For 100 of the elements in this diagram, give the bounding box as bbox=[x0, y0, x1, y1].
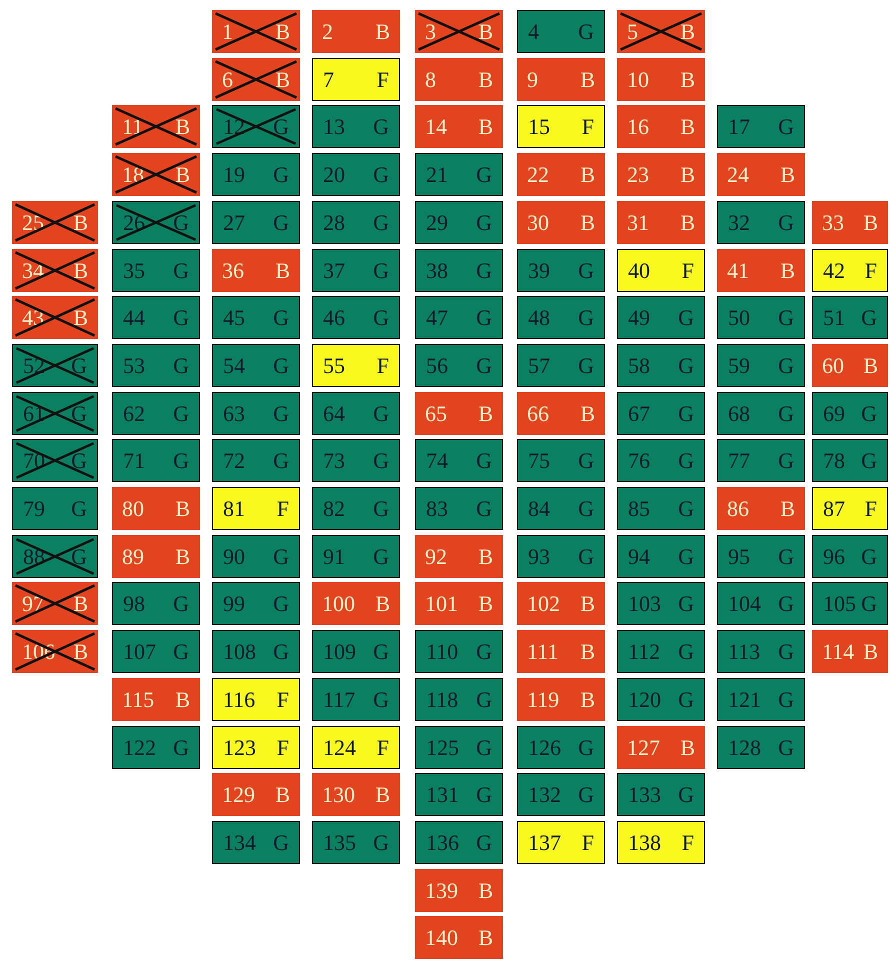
chip-tile bbox=[112, 249, 200, 292]
grade-label: B bbox=[580, 638, 595, 664]
chip-tile bbox=[717, 582, 805, 625]
grade-label: F bbox=[376, 66, 389, 92]
chip-tile bbox=[112, 439, 200, 482]
grade-label: B bbox=[780, 162, 795, 188]
grade-label: B bbox=[680, 18, 695, 44]
chip-tile bbox=[517, 535, 605, 578]
number-label: 93 bbox=[528, 544, 550, 570]
number-label: 105 bbox=[823, 590, 856, 616]
grade-label: B bbox=[478, 590, 493, 616]
grade-label: G bbox=[273, 830, 289, 856]
number-label: 5 bbox=[627, 18, 638, 44]
number-label: 86 bbox=[727, 496, 749, 522]
grade-label: G bbox=[476, 352, 492, 378]
number-label: 54 bbox=[223, 352, 245, 378]
chip-tile bbox=[812, 296, 888, 339]
grade-label: B bbox=[73, 638, 88, 664]
number-label: 63 bbox=[223, 400, 245, 426]
chip-tile bbox=[717, 678, 805, 721]
number-label: 109 bbox=[323, 638, 356, 664]
grade-label: G bbox=[476, 734, 492, 760]
grade-label: G bbox=[373, 258, 389, 284]
chip-tile bbox=[415, 773, 503, 816]
grade-label: B bbox=[275, 782, 290, 808]
grade-label: G bbox=[273, 400, 289, 426]
grade-label: B bbox=[375, 782, 390, 808]
grade-label: G bbox=[173, 304, 189, 330]
number-label: 50 bbox=[728, 304, 750, 330]
grade-label: B bbox=[680, 114, 695, 140]
chip-tile bbox=[617, 105, 705, 148]
chip-tile bbox=[112, 487, 200, 530]
chip-tile bbox=[112, 582, 200, 625]
number-label: 72 bbox=[223, 448, 245, 474]
chip-tile bbox=[415, 630, 503, 673]
chip-tile bbox=[517, 201, 605, 244]
chip-tile bbox=[415, 344, 503, 387]
grade-label: G bbox=[173, 258, 189, 284]
number-label: 125 bbox=[426, 734, 459, 760]
grade-label: G bbox=[476, 830, 492, 856]
grade-label: B bbox=[680, 210, 695, 236]
number-label: 129 bbox=[222, 782, 255, 808]
number-label: 92 bbox=[425, 544, 447, 570]
number-label: 126 bbox=[528, 734, 561, 760]
chip-tile bbox=[717, 487, 805, 530]
number-label: 108 bbox=[223, 638, 256, 664]
number-label: 38 bbox=[426, 258, 448, 284]
chip-tile bbox=[312, 439, 400, 482]
chip-tile bbox=[617, 726, 705, 769]
chip-tile bbox=[212, 153, 300, 196]
number-label: 94 bbox=[628, 544, 650, 570]
number-label: 28 bbox=[323, 210, 345, 236]
chip-tile bbox=[112, 678, 200, 721]
number-label: 136 bbox=[426, 830, 459, 856]
chip-tile bbox=[517, 582, 605, 625]
number-label: 53 bbox=[123, 352, 145, 378]
grade-label: B bbox=[580, 686, 595, 712]
number-label: 46 bbox=[323, 304, 345, 330]
grade-label: G bbox=[373, 638, 389, 664]
grade-label: G bbox=[778, 400, 794, 426]
grade-label: B bbox=[780, 258, 795, 284]
chip-tile bbox=[415, 439, 503, 482]
chip-tile bbox=[717, 153, 805, 196]
grade-label: G bbox=[578, 734, 594, 760]
number-label: 71 bbox=[123, 448, 145, 474]
number-label: 17 bbox=[728, 114, 750, 140]
grade-label: B bbox=[175, 544, 190, 570]
number-label: 79 bbox=[23, 496, 45, 522]
chip-tile bbox=[617, 439, 705, 482]
number-label: 85 bbox=[628, 496, 650, 522]
grade-label: B bbox=[580, 210, 595, 236]
grade-label: G bbox=[373, 114, 389, 140]
grade-label: B bbox=[478, 18, 493, 44]
number-label: 8 bbox=[425, 66, 436, 92]
chip-tile bbox=[617, 58, 705, 101]
chip-tile bbox=[717, 201, 805, 244]
grade-label: B bbox=[580, 66, 595, 92]
grade-label: G bbox=[273, 448, 289, 474]
grade-label: G bbox=[71, 496, 87, 522]
grade-label: G bbox=[476, 782, 492, 808]
grade-label: G bbox=[778, 210, 794, 236]
chip-tile bbox=[517, 773, 605, 816]
grade-label: G bbox=[578, 496, 594, 522]
number-label: 44 bbox=[123, 304, 145, 330]
number-label: 40 bbox=[628, 258, 650, 284]
grade-label: G bbox=[373, 304, 389, 330]
grade-label: G bbox=[678, 782, 694, 808]
grade-label: G bbox=[861, 304, 877, 330]
number-label: 140 bbox=[425, 924, 458, 950]
chip-tile bbox=[717, 535, 805, 578]
chip-tile bbox=[212, 487, 300, 530]
chip-tile bbox=[312, 392, 400, 435]
grade-label: B bbox=[175, 686, 190, 712]
grade-label: G bbox=[373, 400, 389, 426]
number-label: 133 bbox=[628, 782, 661, 808]
number-label: 48 bbox=[528, 304, 550, 330]
chip-tile bbox=[517, 487, 605, 530]
number-label: 45 bbox=[223, 304, 245, 330]
grade-label: F bbox=[276, 686, 289, 712]
number-label: 69 bbox=[823, 400, 845, 426]
